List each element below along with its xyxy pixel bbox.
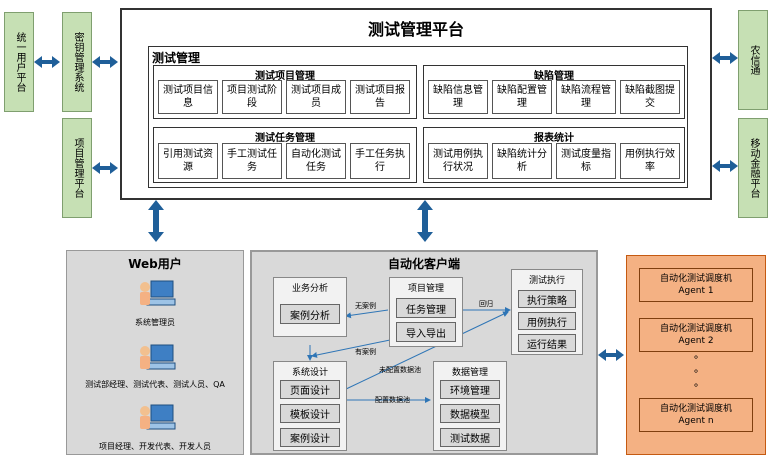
user-computer-icon [140, 344, 176, 370]
platform-title: 测试管理平台 [367, 20, 464, 39]
agent-id: Agent n [678, 416, 714, 426]
arrow-right-2 [712, 160, 738, 172]
agent-ellipsis: ° ° ° [627, 354, 765, 396]
user-label-developers: 项目经理、开发代表、开发人员 [99, 442, 211, 451]
arrow-client-agents [598, 349, 624, 361]
client-title: 自动化客户端 [387, 257, 460, 271]
automation-client-panel: 自动化客户端 业务分析 案例分析 项目管理 任务管理 导入导出 测试执行 执行策… [250, 250, 598, 455]
ellipsis-dot: ° [693, 369, 699, 380]
user-label-testers: 测试部经理、测试代表、测试人员、QA [85, 380, 225, 389]
edge-label-unconfigured: 未配置数据池 [379, 366, 421, 374]
item-template-design: 模板设计 [280, 404, 340, 423]
agent-name: 自动化测试调度机 [659, 404, 732, 414]
web-users-title: Web用户 [128, 257, 182, 271]
arrow-client-platform [417, 200, 433, 242]
cell: 手工测试任务 [222, 143, 282, 179]
item-test-data: 测试数据 [440, 428, 500, 447]
section-defect: 缺陷管理 缺陷信息管理 缺陷配置管理 缺陷流程管理 缺陷截图提交 [423, 65, 685, 119]
item-case-exec: 用例执行 [518, 312, 576, 330]
arrow-right-1 [712, 52, 738, 64]
edge-label-configure: 配置数据池 [375, 396, 410, 404]
box-title: 数据管理 [451, 368, 488, 378]
box-title: 项目管理 [407, 284, 444, 294]
agent-id: Agent 2 [678, 336, 714, 346]
user-computer-icon [140, 404, 176, 430]
cell: 测试项目成员 [286, 80, 346, 114]
cell: 缺陷截图提交 [620, 80, 680, 114]
cell: 缺陷统计分析 [492, 143, 552, 179]
agent-2: 自动化测试调度机 Agent 2 [639, 318, 753, 352]
item-page-design: 页面设计 [280, 380, 340, 399]
section-title: 报表统计 [534, 133, 574, 144]
section-report: 报表统计 测试用例执行状况 缺陷统计分析 测试度量指标 用例执行效率 [423, 127, 685, 183]
section-title: 测试任务管理 [255, 133, 315, 144]
system-label: 统一用户平台 [14, 32, 25, 92]
section-title: 测试项目管理 [255, 71, 315, 82]
cell: 引用测试资源 [158, 143, 218, 179]
item-data-model: 数据模型 [440, 404, 500, 423]
edge-label-no-case: 无案例 [355, 302, 376, 310]
edge-label-has-case: 有案例 [355, 348, 376, 356]
agent-n: 自动化测试调度机 Agent n [639, 398, 753, 432]
cell: 测试度量指标 [556, 143, 616, 179]
cell: 自动化测试任务 [286, 143, 346, 179]
item-case-analysis: 案例分析 [280, 304, 340, 324]
agent-name: 自动化测试调度机 [659, 274, 732, 284]
agent-1: 自动化测试调度机 Agent 1 [639, 268, 753, 302]
box-title: 系统设计 [291, 368, 328, 378]
test-exec-box: 测试执行 执行策略 用例执行 运行结果 [511, 269, 583, 355]
ellipsis-dot: ° [693, 355, 699, 366]
system-unified-user: 统一用户平台 [4, 12, 34, 112]
item-import-export: 导入导出 [396, 322, 456, 342]
agent-id: Agent 1 [678, 286, 714, 296]
edge-label-regress: 回归 [479, 300, 493, 308]
management-title: 测试管理 [152, 51, 201, 65]
cell: 项目测试阶段 [222, 80, 282, 114]
cell: 测试项目信息 [158, 80, 218, 114]
user-computer-icon [140, 280, 176, 306]
system-mobile-finance: 移动金融平台 [738, 118, 768, 218]
arrow-left-2 [92, 56, 118, 68]
system-project-management: 项目管理平台 [62, 118, 92, 218]
data-mgmt-box: 数据管理 环境管理 数据模型 测试数据 [433, 361, 507, 451]
system-label: 农信通 [748, 45, 759, 75]
item-env-mgmt: 环境管理 [440, 380, 500, 399]
system-key-management: 密钥管理系统 [62, 12, 92, 112]
web-users-panel: Web用户 系统管理员 测试部经理、测试代表、测试人员、QA 项目经理、开发代表… [66, 250, 244, 455]
arrow-left-1 [34, 56, 60, 68]
system-label: 密钥管理系统 [72, 32, 83, 92]
cell: 用例执行效率 [620, 143, 680, 179]
arrow-left-3 [92, 162, 118, 174]
system-nongxintong: 农信通 [738, 10, 768, 110]
item-task-mgmt: 任务管理 [396, 298, 456, 318]
section-project: 测试项目管理 测试项目信息 项目测试阶段 测试项目成员 测试项目报告 [153, 65, 417, 119]
user-label-admin: 系统管理员 [135, 318, 175, 327]
cell: 缺陷信息管理 [428, 80, 488, 114]
ellipsis-dot: ° [693, 383, 699, 394]
test-management-platform: 测试管理平台 测试管理 测试项目管理 测试项目信息 项目测试阶段 测试项目成员 … [120, 8, 712, 200]
item-run-result: 运行结果 [518, 334, 576, 352]
box-title: 测试执行 [528, 276, 565, 286]
project-mgmt-box: 项目管理 任务管理 导入导出 [389, 277, 463, 347]
item-case-design: 案例设计 [280, 428, 340, 447]
cell: 缺陷配置管理 [492, 80, 552, 114]
system-design-box: 系统设计 页面设计 模板设计 案例设计 [273, 361, 347, 451]
agent-name: 自动化测试调度机 [659, 324, 732, 334]
agents-panel: 自动化测试调度机 Agent 1 自动化测试调度机 Agent 2 ° ° ° … [626, 255, 766, 455]
cell: 测试用例执行状况 [428, 143, 488, 179]
system-label: 移动金融平台 [748, 138, 759, 198]
item-exec-strategy: 执行策略 [518, 290, 576, 308]
test-management-panel: 测试管理 测试项目管理 测试项目信息 项目测试阶段 测试项目成员 测试项目报告 … [148, 46, 688, 188]
section-task: 测试任务管理 引用测试资源 手工测试任务 自动化测试任务 手工任务执行 [153, 127, 417, 183]
box-title: 业务分析 [292, 284, 329, 294]
cell: 测试项目报告 [350, 80, 410, 114]
business-analysis-box: 业务分析 案例分析 [273, 277, 347, 337]
cell: 手工任务执行 [350, 143, 410, 179]
section-title: 缺陷管理 [534, 71, 574, 82]
cell: 缺陷流程管理 [556, 80, 616, 114]
arrow-web-platform [148, 200, 164, 242]
system-label: 项目管理平台 [72, 138, 83, 198]
